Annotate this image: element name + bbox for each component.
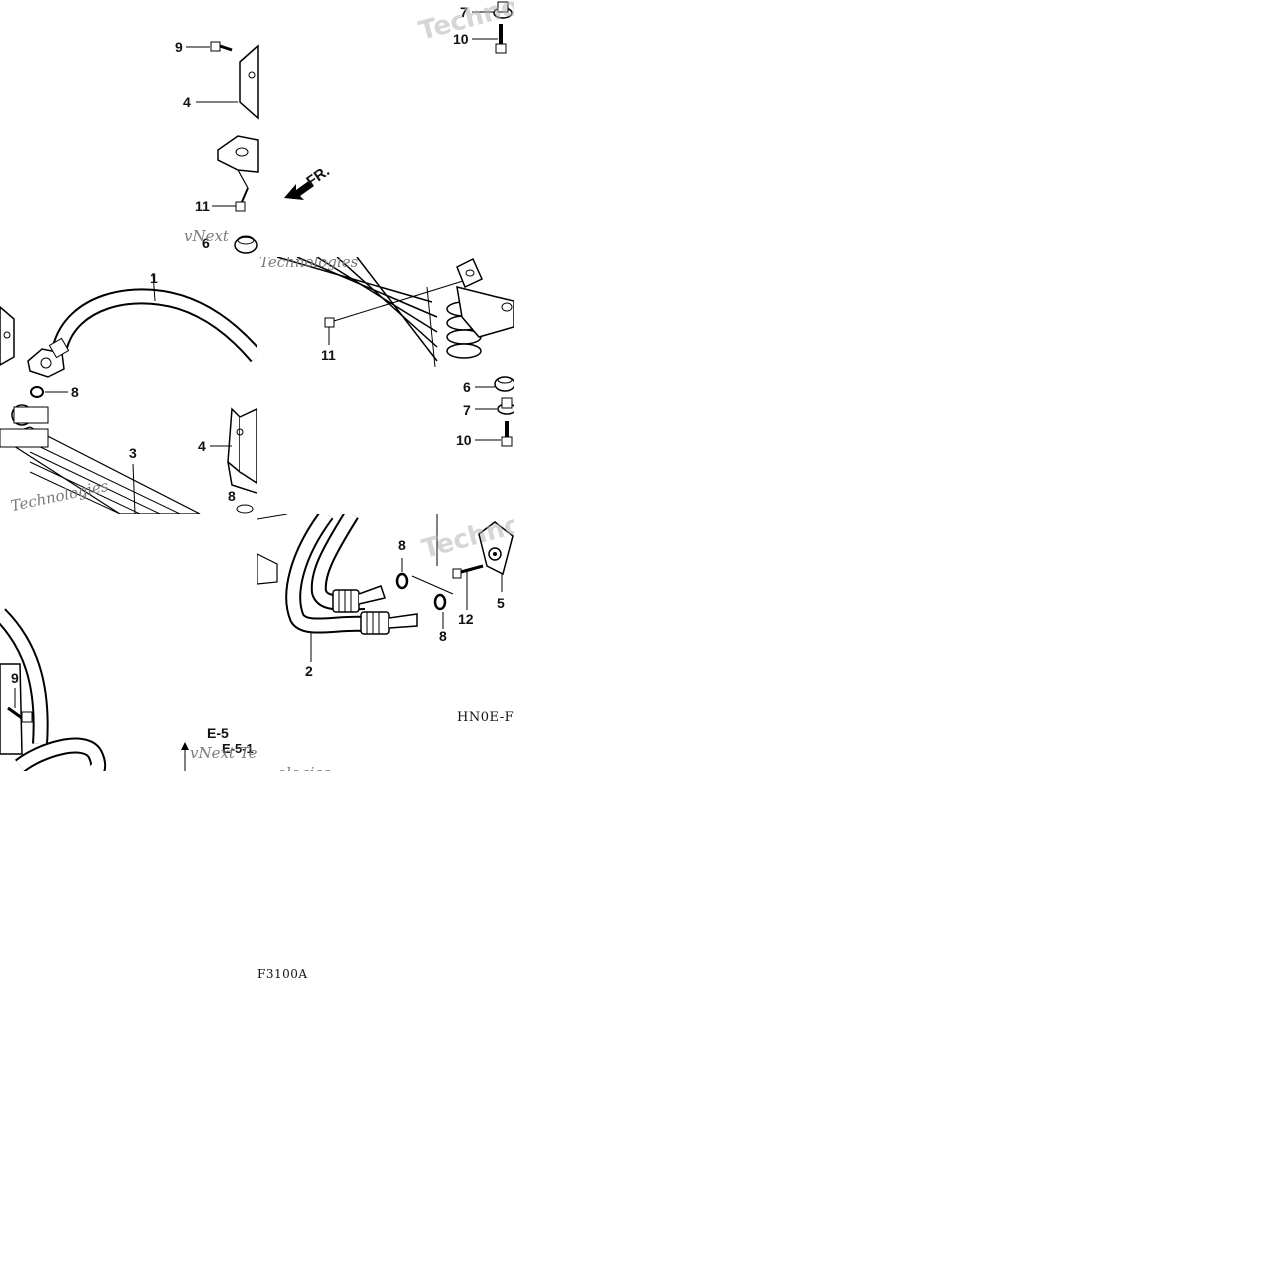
hose-cooler-drawing	[0, 272, 257, 514]
diagram-code-f3100a: F3100A	[257, 967, 308, 981]
hose-2-fittings-icon	[332, 585, 418, 635]
diagram-tile-cooler-parts: 11 6 7 10 Technologies	[257, 257, 514, 514]
watermark-technologies-top: Technologies	[259, 257, 359, 271]
callout-7-upper: 7	[460, 4, 468, 20]
diagram-code-hn0e: HN0E-F	[457, 710, 514, 725]
bolt-11-upper-icon	[235, 187, 249, 212]
oil-cooler-3-icon	[0, 404, 201, 514]
callout-12: 12	[458, 611, 474, 627]
callout-1: 1	[150, 270, 158, 286]
callout-10-lower: 10	[456, 432, 472, 448]
bolt-10-upper-icon	[495, 24, 507, 54]
reference-e5: E-5	[207, 725, 229, 741]
callout-5: 5	[497, 595, 505, 611]
callout-8-hose-2-upper: 8	[398, 537, 406, 553]
bolt-9-upper-icon	[210, 41, 233, 52]
diagram-tile-hose-cooler: 1 8 3 4 8 Technologies	[0, 257, 257, 514]
cooler-parts-drawing	[257, 257, 514, 447]
hose-fitting-icon	[27, 337, 70, 378]
callout-9-upper: 9	[175, 39, 183, 55]
callout-2: 2	[305, 663, 313, 679]
diagram-tile-upper-bracket: 9 4 11 6 7 10 FR. Techno vNext	[0, 0, 514, 257]
lower-hoses-drawing	[0, 608, 189, 771]
watermark-vnext-upper: vNext	[184, 227, 229, 245]
bolt-12-icon	[452, 564, 484, 579]
callout-11-lower: 11	[321, 347, 336, 363]
bracket-5-icon	[478, 521, 514, 576]
callout-10-upper: 10	[453, 31, 469, 47]
bracket-4-icon	[227, 407, 257, 494]
callout-11-upper: 11	[195, 198, 210, 214]
collar-7-upper-icon	[493, 1, 513, 19]
cooler-fins-icon	[257, 257, 514, 368]
callout-6-lower: 6	[463, 379, 471, 395]
upper-bracket-drawing	[186, 1, 513, 254]
callout-4-lower: 4	[198, 438, 206, 454]
reference-arrow-icon	[181, 742, 189, 771]
bolt-10-lower-icon	[501, 421, 513, 447]
callout-3: 3	[129, 445, 137, 461]
hose-2-drawing	[257, 514, 514, 662]
callout-7-lower: 7	[463, 402, 471, 418]
callout-8-hose-2-lower: 8	[439, 628, 447, 644]
o-ring-8-lower-icon	[433, 593, 447, 611]
front-direction-arrow-icon	[284, 180, 314, 200]
callout-4-upper: 4	[183, 94, 191, 110]
o-ring-8-icon	[30, 386, 44, 398]
watermark-vnext-lower: vNext Tec	[190, 744, 257, 762]
diagram-tile-hose-2: 8 8 12 5 2 HN0E-F Techno ologies	[257, 514, 514, 771]
rubber-mount-6-lower-icon	[494, 376, 514, 392]
reference-e5-1: E-5-1	[222, 741, 254, 756]
o-ring-8-upper-icon	[395, 572, 409, 590]
callout-9-lower: 9	[11, 670, 19, 686]
rubber-mount-6-upper-icon	[234, 235, 258, 254]
watermark-ologies-bottom: ologies	[277, 766, 331, 772]
collar-7-lower-icon	[497, 397, 514, 415]
callout-8-hose: 8	[71, 384, 79, 400]
callout-6-upper: 6	[202, 235, 210, 251]
bolt-9-lower-icon	[7, 706, 33, 723]
diagram-tile-lower-hoses: 9 E-5 E-5-1 vNext Tec	[0, 514, 257, 771]
callout-8-bracket: 8	[228, 488, 236, 504]
